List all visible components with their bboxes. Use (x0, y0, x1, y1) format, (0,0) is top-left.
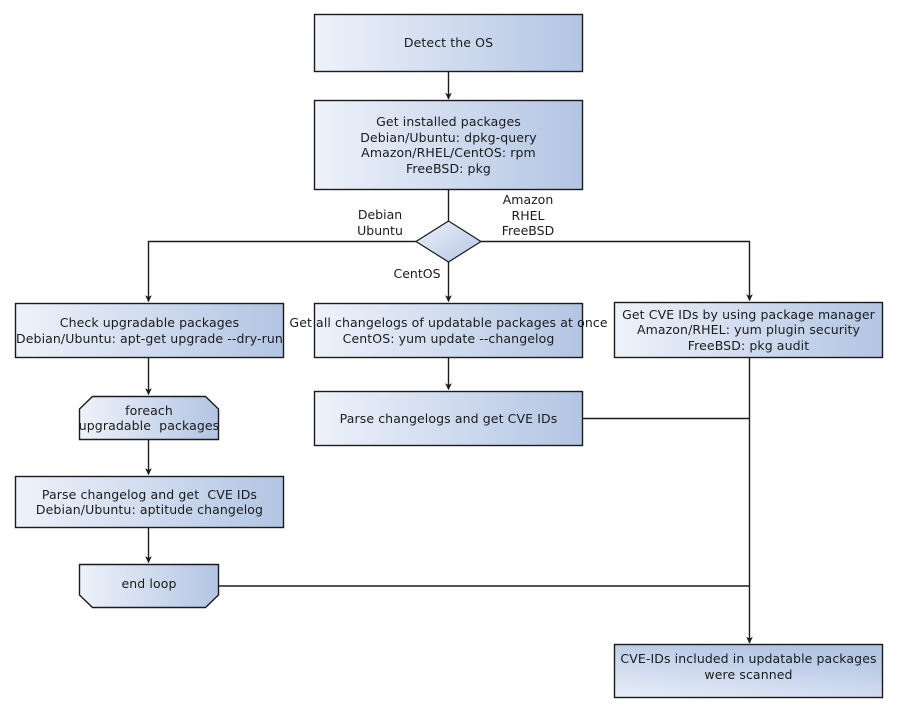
node-parse-changelogs-get-cve-ids[interactable] (313, 390, 584, 447)
node-check-upgradable-packages[interactable] (14, 302, 285, 359)
node-get-cve-ids-package-manager[interactable] (613, 301, 884, 359)
node-label-get-installed-packages: Get installed packages Debian/Ubuntu: dp… (360, 114, 537, 176)
node-label-cve-ids-scanned: CVE-IDs included in updatable packages w… (620, 651, 877, 682)
edge-label-debian-ubuntu: Debian Ubuntu (357, 207, 403, 238)
edge-decision-to-package-manager (481, 240, 753, 302)
node-foreach-upgradable-packages[interactable] (78, 395, 220, 441)
edge-label-centos: CentOS (393, 266, 441, 281)
edge-decision-to-check-upgradable (145, 240, 416, 303)
node-cve-ids-scanned[interactable] (613, 643, 884, 699)
node-label-detect-os: Detect the OS (403, 35, 494, 51)
node-get-all-changelogs[interactable] (313, 302, 584, 359)
node-end-loop[interactable] (78, 563, 220, 609)
node-label-get-all-changelogs: Get all changelogs of updatable packages… (289, 315, 608, 346)
node-label-get-cve-ids-package-manager: Get CVE IDs by using package manager Ama… (622, 306, 875, 353)
node-detect-os[interactable] (313, 13, 584, 73)
node-parse-changelog-aptitude[interactable] (14, 475, 285, 529)
node-label-foreach-upgradable-packages: foreach upgradable packages (78, 402, 220, 434)
node-label-check-upgradable-packages: Check upgradable packages Debian/Ubuntu:… (16, 315, 283, 346)
edge-label-amazon-rhel-freebsd: Amazon RHEL FreeBSD (501, 192, 555, 238)
node-label-parse-changelogs-get-cve-ids: Parse changelogs and get CVE IDs (339, 410, 558, 426)
node-label-end-loop: end loop (121, 576, 177, 592)
node-get-installed-packages[interactable] (313, 99, 584, 191)
node-label-parse-changelog-aptitude: Parse changelog and get CVE IDs Debian/U… (35, 486, 264, 518)
